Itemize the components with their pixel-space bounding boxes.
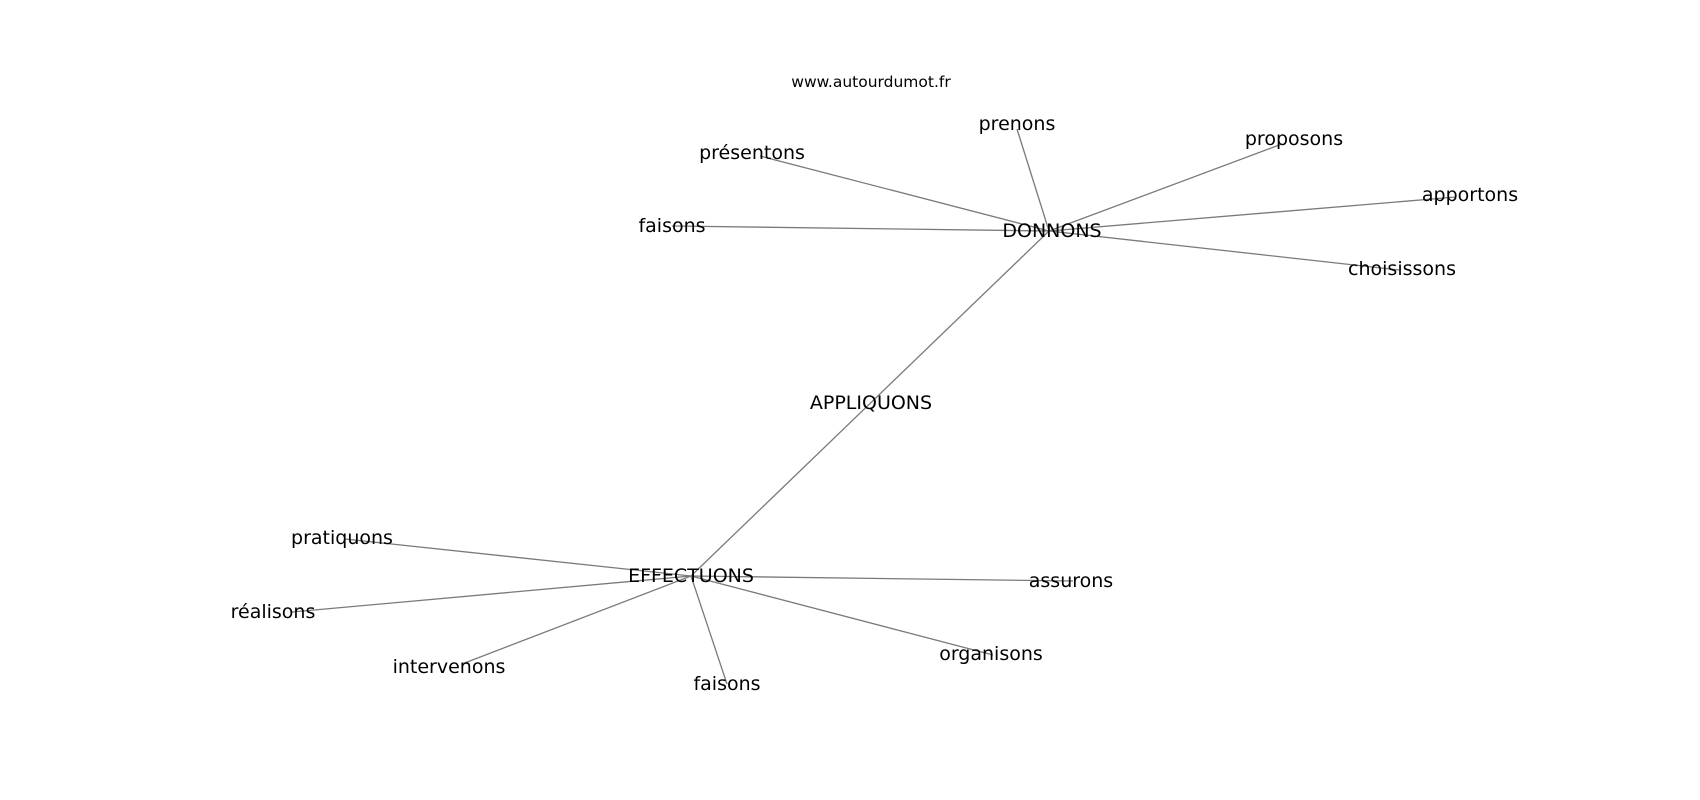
graph-labels: www.autourdumot.fr APPLIQUONS DONNONS EFFE… bbox=[231, 73, 1518, 695]
edge-donnons-apportons bbox=[1048, 196, 1457, 232]
node-effectuons[interactable]: EFFECTUONS bbox=[628, 565, 754, 587]
node-faisons-1[interactable]: faisons bbox=[638, 215, 705, 237]
node-faisons-2[interactable]: faisons bbox=[693, 673, 760, 695]
node-assurons[interactable]: assurons bbox=[1029, 570, 1113, 592]
source-watermark: www.autourdumot.fr bbox=[791, 73, 951, 91]
node-donnons[interactable]: DONNONS bbox=[1002, 220, 1101, 242]
node-intervenons[interactable]: intervenons bbox=[393, 656, 506, 678]
node-prenons[interactable]: prenons bbox=[979, 113, 1056, 135]
node-pratiquons[interactable]: pratiquons bbox=[291, 527, 393, 549]
edge-effectuons-faisons-2 bbox=[690, 575, 728, 685]
node-realisons[interactable]: réalisons bbox=[231, 601, 316, 623]
edge-donnons-proposons bbox=[1048, 143, 1283, 232]
node-appliquons[interactable]: APPLIQUONS bbox=[810, 392, 932, 414]
edge-effectuons-organisons bbox=[690, 575, 994, 656]
edge-donnons-prenons bbox=[1016, 128, 1050, 232]
edge-effectuons-realisons bbox=[291, 575, 692, 613]
edge-donnons-effectuons bbox=[690, 230, 1050, 577]
edge-donnons-presentons bbox=[759, 155, 1050, 232]
graph-edges bbox=[291, 128, 1457, 685]
edge-effectuons-pratiquons bbox=[344, 538, 692, 577]
edge-effectuons-assurons bbox=[690, 575, 1074, 582]
node-apportons[interactable]: apportons bbox=[1422, 184, 1518, 206]
node-presentons[interactable]: présentons bbox=[699, 142, 805, 164]
node-proposons[interactable]: proposons bbox=[1245, 128, 1343, 150]
edge-effectuons-intervenons bbox=[461, 575, 692, 665]
node-organisons[interactable]: organisons bbox=[939, 643, 1043, 665]
edge-donnons-choisissons bbox=[1048, 230, 1400, 271]
node-choisissons[interactable]: choisissons bbox=[1348, 258, 1456, 280]
edge-donnons-faisons-1 bbox=[671, 225, 1050, 232]
